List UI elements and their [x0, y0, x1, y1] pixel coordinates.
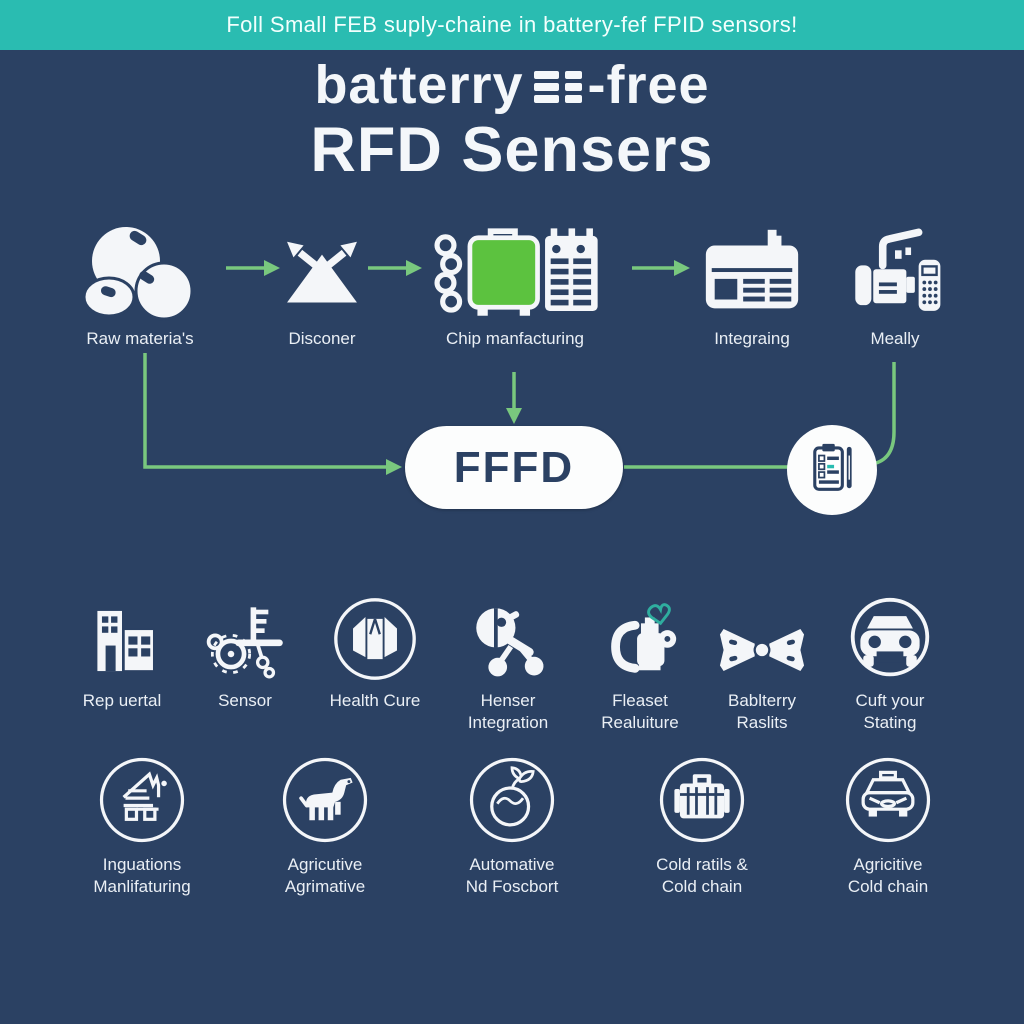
rfid-reader-icon	[698, 218, 806, 328]
chip-manufacturing-icon	[429, 218, 601, 328]
car-front-icon	[847, 596, 933, 682]
sphere-linkage-icon	[466, 596, 550, 682]
raw-materials-icon	[79, 218, 201, 328]
title-line2: RFD Sensers	[310, 115, 714, 185]
app-label: Fleaset Realuiture	[601, 691, 679, 732]
flow-step-label: Integraing	[714, 329, 790, 348]
app-bablterry-raslits: Bablterry Raslits	[698, 596, 826, 734]
app-henser-integration: Henser Integration	[444, 596, 572, 734]
flow-step-disconer: Disconer	[247, 218, 397, 350]
cooler-box-icon	[656, 752, 748, 846]
goat-icon	[279, 752, 371, 846]
app-label: Automative Nd Foscbort	[465, 855, 559, 896]
app-sensor: Sensor	[181, 596, 309, 712]
flow-step-label: Meally	[870, 329, 920, 348]
app-label: Rep uertal	[82, 691, 162, 710]
app-label: Cold ratils & Cold chain	[656, 855, 748, 896]
flow-step-meally: Meally	[820, 218, 970, 350]
title-line1-pre: batterry	[314, 55, 524, 115]
app-agricutive-agrimative: Agricutive Agrimative	[235, 752, 415, 898]
assembly-machine-icon	[843, 218, 947, 328]
app-cold-ratils-cold-chain: Cold ratils & Cold chain	[612, 752, 792, 898]
app-health-cure: Health Cure	[311, 596, 439, 712]
fffd-pill: FFFD	[405, 426, 623, 509]
app-label: Sensor	[218, 691, 272, 710]
buildings-icon	[80, 596, 164, 682]
app-automative-nd-foscbort: Automative Nd Foscbort	[422, 752, 602, 898]
top-banner: Foll Small FEB suply-chaine in battery-f…	[0, 0, 1024, 50]
flow-step-label: Disconer	[288, 329, 356, 348]
fruit-icon	[466, 752, 558, 846]
app-label: Henser Integration	[467, 691, 549, 732]
app-label: Bablterry Raslits	[727, 691, 797, 732]
fffd-pill-label: FFFD	[453, 442, 575, 492]
flow-step-chip-manufacturing: Chip manfacturing	[420, 218, 610, 350]
flow-step-raw-materials: Raw materia's	[55, 218, 225, 350]
app-agricitive-cold-chain: Agricitive Cold chain	[798, 752, 978, 898]
app-label: Agricitive Cold chain	[847, 855, 929, 896]
flow-step-label: Raw materia's	[86, 329, 194, 348]
app-inguations-manlifaturing: Inguations Manlifaturing	[52, 752, 232, 898]
gears-machine-icon	[203, 596, 287, 682]
app-fleaset-realuiture: Fleaset Realuiture	[576, 596, 704, 734]
car-front-outline-icon	[842, 752, 934, 846]
checklist-circle	[787, 425, 877, 515]
app-label: Health Cure	[329, 691, 421, 710]
flow-step-integrating: Integraing	[672, 218, 832, 350]
checklist-clipboard-icon	[813, 443, 852, 491]
mountain-arrows-icon	[276, 218, 368, 328]
app-label: Agricutive Agrimative	[284, 855, 366, 896]
flow-step-label: Chip manfacturing	[446, 329, 584, 348]
app-cuft-your-stating: Cuft your Stating	[826, 596, 954, 734]
bars-icon	[533, 58, 586, 116]
page-title: batterry -free RFD Sensers	[0, 56, 1024, 182]
app-label: Inguations Manlifaturing	[93, 855, 191, 896]
app-label: Cuft your Stating	[855, 691, 925, 732]
lab-coat-icon	[332, 596, 418, 682]
banner-text: Foll Small FEB suply-chaine in battery-f…	[226, 12, 798, 37]
title-line1-post: -free	[587, 55, 710, 115]
bowtie-icon	[716, 596, 808, 682]
app-rep-uertal: Rep uertal	[58, 596, 186, 712]
factory-icon	[96, 752, 188, 846]
pump-heart-icon	[596, 596, 684, 682]
title-line1: batterry -free	[0, 56, 1024, 116]
